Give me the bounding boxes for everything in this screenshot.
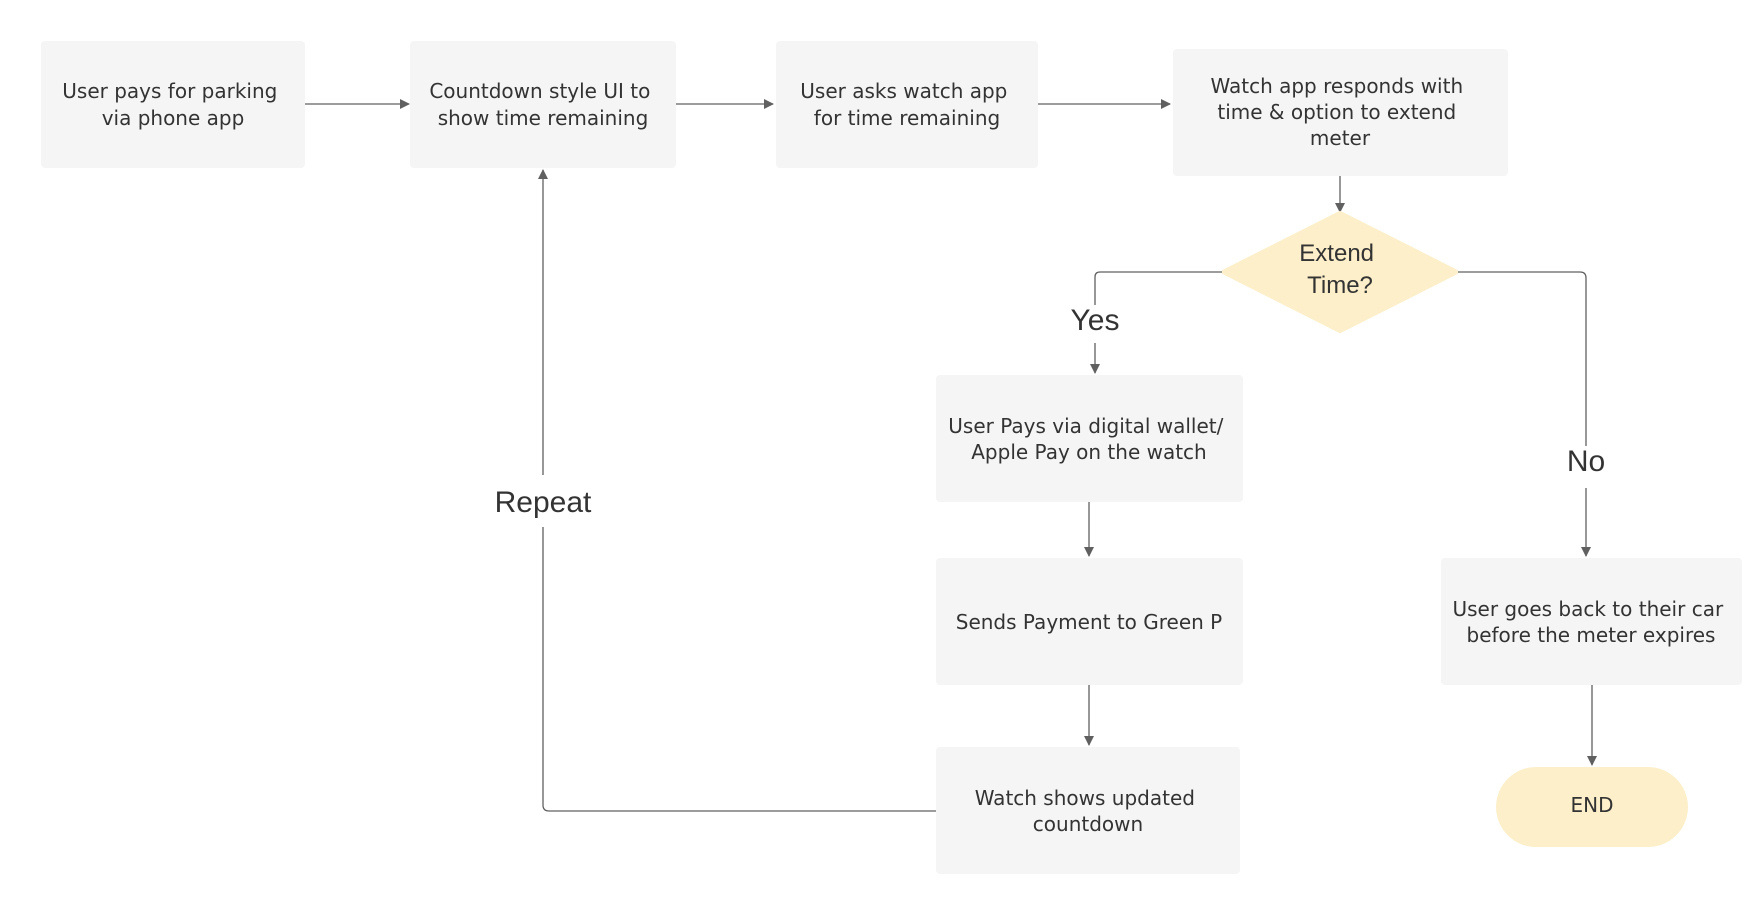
node-label: User asks watch app for time remaining (800, 79, 1013, 130)
process-user-asks-watch: User asks watch app for time remaining (776, 41, 1038, 168)
node-label: Watch app responds with time & option to… (1210, 74, 1469, 150)
node-label: User pays for parking via phone app (62, 79, 283, 130)
process-user-pays-parking: User pays for parking via phone app (41, 41, 305, 168)
node-label: Countdown style UI to show time remainin… (429, 79, 656, 130)
arrow-decision-yes (1095, 271, 1225, 373)
edge-label-yes: Yes (1071, 304, 1120, 337)
node-label: Sends Payment to Green P (956, 610, 1222, 634)
connectors (305, 99, 1597, 812)
node-label: Watch shows updated countdown (975, 786, 1202, 836)
edge-label-no: No (1567, 445, 1605, 478)
process-watch-updated: Watch shows updated countdown (936, 747, 1240, 874)
process-sends-payment: Sends Payment to Green P (936, 558, 1243, 685)
decision-label: Extend Time? (1299, 240, 1380, 299)
node-label: User goes back to their car before the m… (1452, 597, 1729, 647)
process-back-to-car: User goes back to their car before the m… (1441, 558, 1742, 685)
edge-label-repeat: Repeat (495, 486, 592, 519)
process-user-pays-wallet: User Pays via digital wallet/ Apple Pay … (936, 375, 1243, 502)
terminal-label: END (1571, 793, 1614, 817)
arrow-decision-no (1455, 271, 1586, 556)
arrow-updated-repeat (543, 170, 936, 812)
node-label: User Pays via digital wallet/ Apple Pay … (948, 414, 1229, 464)
process-watch-responds: Watch app responds with time & option to… (1173, 49, 1508, 176)
terminal-end: END (1496, 767, 1688, 847)
decision-extend-time: Extend Time? (1222, 211, 1458, 333)
process-countdown-ui: Countdown style UI to show time remainin… (410, 41, 676, 168)
